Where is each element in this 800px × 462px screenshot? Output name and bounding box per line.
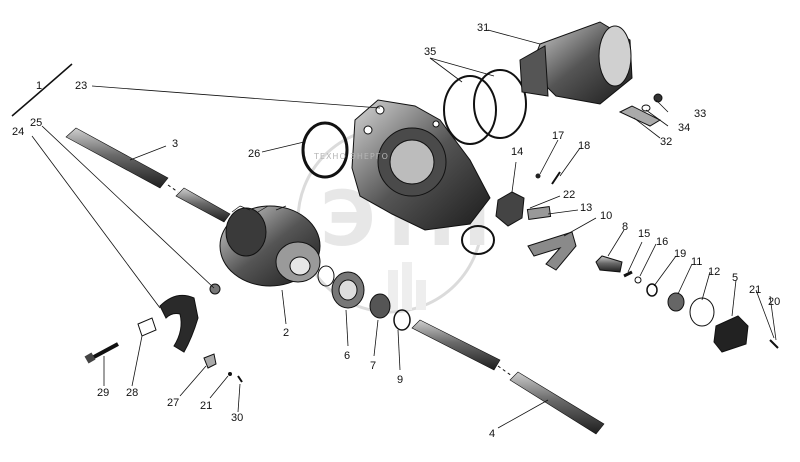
callout-20: 20 <box>768 296 781 308</box>
callout-21-right: 21 <box>749 284 762 296</box>
callout-8: 8 <box>622 221 629 233</box>
callout-22: 22 <box>563 189 576 201</box>
callout-4: 4 <box>489 428 496 440</box>
callout-19: 19 <box>674 248 687 260</box>
part-22-bushing <box>526 205 552 221</box>
callout-10: 10 <box>600 210 613 222</box>
part-8-rod <box>595 255 623 273</box>
callout-14: 14 <box>511 146 524 158</box>
callout-16: 16 <box>656 236 669 248</box>
part-34-washer <box>641 104 651 112</box>
callout-29: 29 <box>97 387 110 399</box>
part-3-half-shaft <box>65 127 231 223</box>
part-21-cotter <box>228 372 232 376</box>
part-17-ball <box>535 173 541 179</box>
callout-6: 6 <box>344 350 351 362</box>
callout-30: 30 <box>231 412 244 424</box>
part-9-ring <box>393 309 411 331</box>
callout-11: 11 <box>691 256 703 268</box>
callout-24: 24 <box>12 126 25 138</box>
callout-27: 27 <box>167 397 180 409</box>
callout-7: 7 <box>370 360 377 372</box>
part-27-washer <box>203 353 217 369</box>
part-14-bracket <box>495 191 525 227</box>
watermark-text: ТЕХНО ЭНЕРГО <box>314 152 389 161</box>
callout-17: 17 <box>552 130 565 142</box>
part-6-bearing <box>331 271 365 309</box>
part-5-block <box>713 315 749 353</box>
callout-1: 1 <box>36 80 43 92</box>
part-29-bolt <box>84 342 119 364</box>
part-10-shift-fork <box>527 231 577 271</box>
part-19-ring <box>646 283 658 297</box>
callout-26: 26 <box>248 148 261 160</box>
callout-34: 34 <box>678 122 691 134</box>
part-7-bearing <box>369 293 391 319</box>
callout-18: 18 <box>578 140 591 152</box>
callout-35: 35 <box>424 46 437 58</box>
callout-28: 28 <box>126 387 139 399</box>
part-35-gaskets <box>443 69 527 145</box>
part-24-bearing-cap <box>159 294 199 353</box>
part-26-ring <box>301 121 349 179</box>
part-20-pin <box>769 339 779 349</box>
callout-2: 2 <box>283 327 290 339</box>
callout-5: 5 <box>732 272 739 284</box>
part-16-ring <box>634 276 642 284</box>
callout-12: 12 <box>708 266 721 278</box>
callout-15: 15 <box>638 228 651 240</box>
part-15-spring <box>623 270 633 278</box>
part-18-screw <box>551 171 561 185</box>
callout-13: 13 <box>580 202 593 214</box>
snap-ring <box>317 265 335 287</box>
part-4-half-shaft <box>411 319 605 435</box>
callout-21-lower: 21 <box>200 400 213 412</box>
part-31-pinion-housing <box>519 21 633 105</box>
callout-25: 25 <box>30 117 43 129</box>
callout-23: 23 <box>75 80 88 92</box>
leader-lines <box>31 29 777 429</box>
callout-33: 33 <box>694 108 707 120</box>
callout-3: 3 <box>172 138 179 150</box>
part-30-pin <box>237 375 243 383</box>
part-28-lock-plate <box>137 317 157 337</box>
part-12-gasket <box>689 297 715 327</box>
part-33-nut <box>653 93 663 103</box>
housing-seal-ring <box>461 225 495 255</box>
callout-31: 31 <box>477 22 490 34</box>
part-23-axle-housing <box>351 99 491 231</box>
callout-9: 9 <box>397 374 404 386</box>
part-11-bearing <box>667 292 685 312</box>
part-2-differential-case <box>219 205 321 287</box>
part-1 <box>11 63 73 117</box>
callout-32: 32 <box>660 136 673 148</box>
